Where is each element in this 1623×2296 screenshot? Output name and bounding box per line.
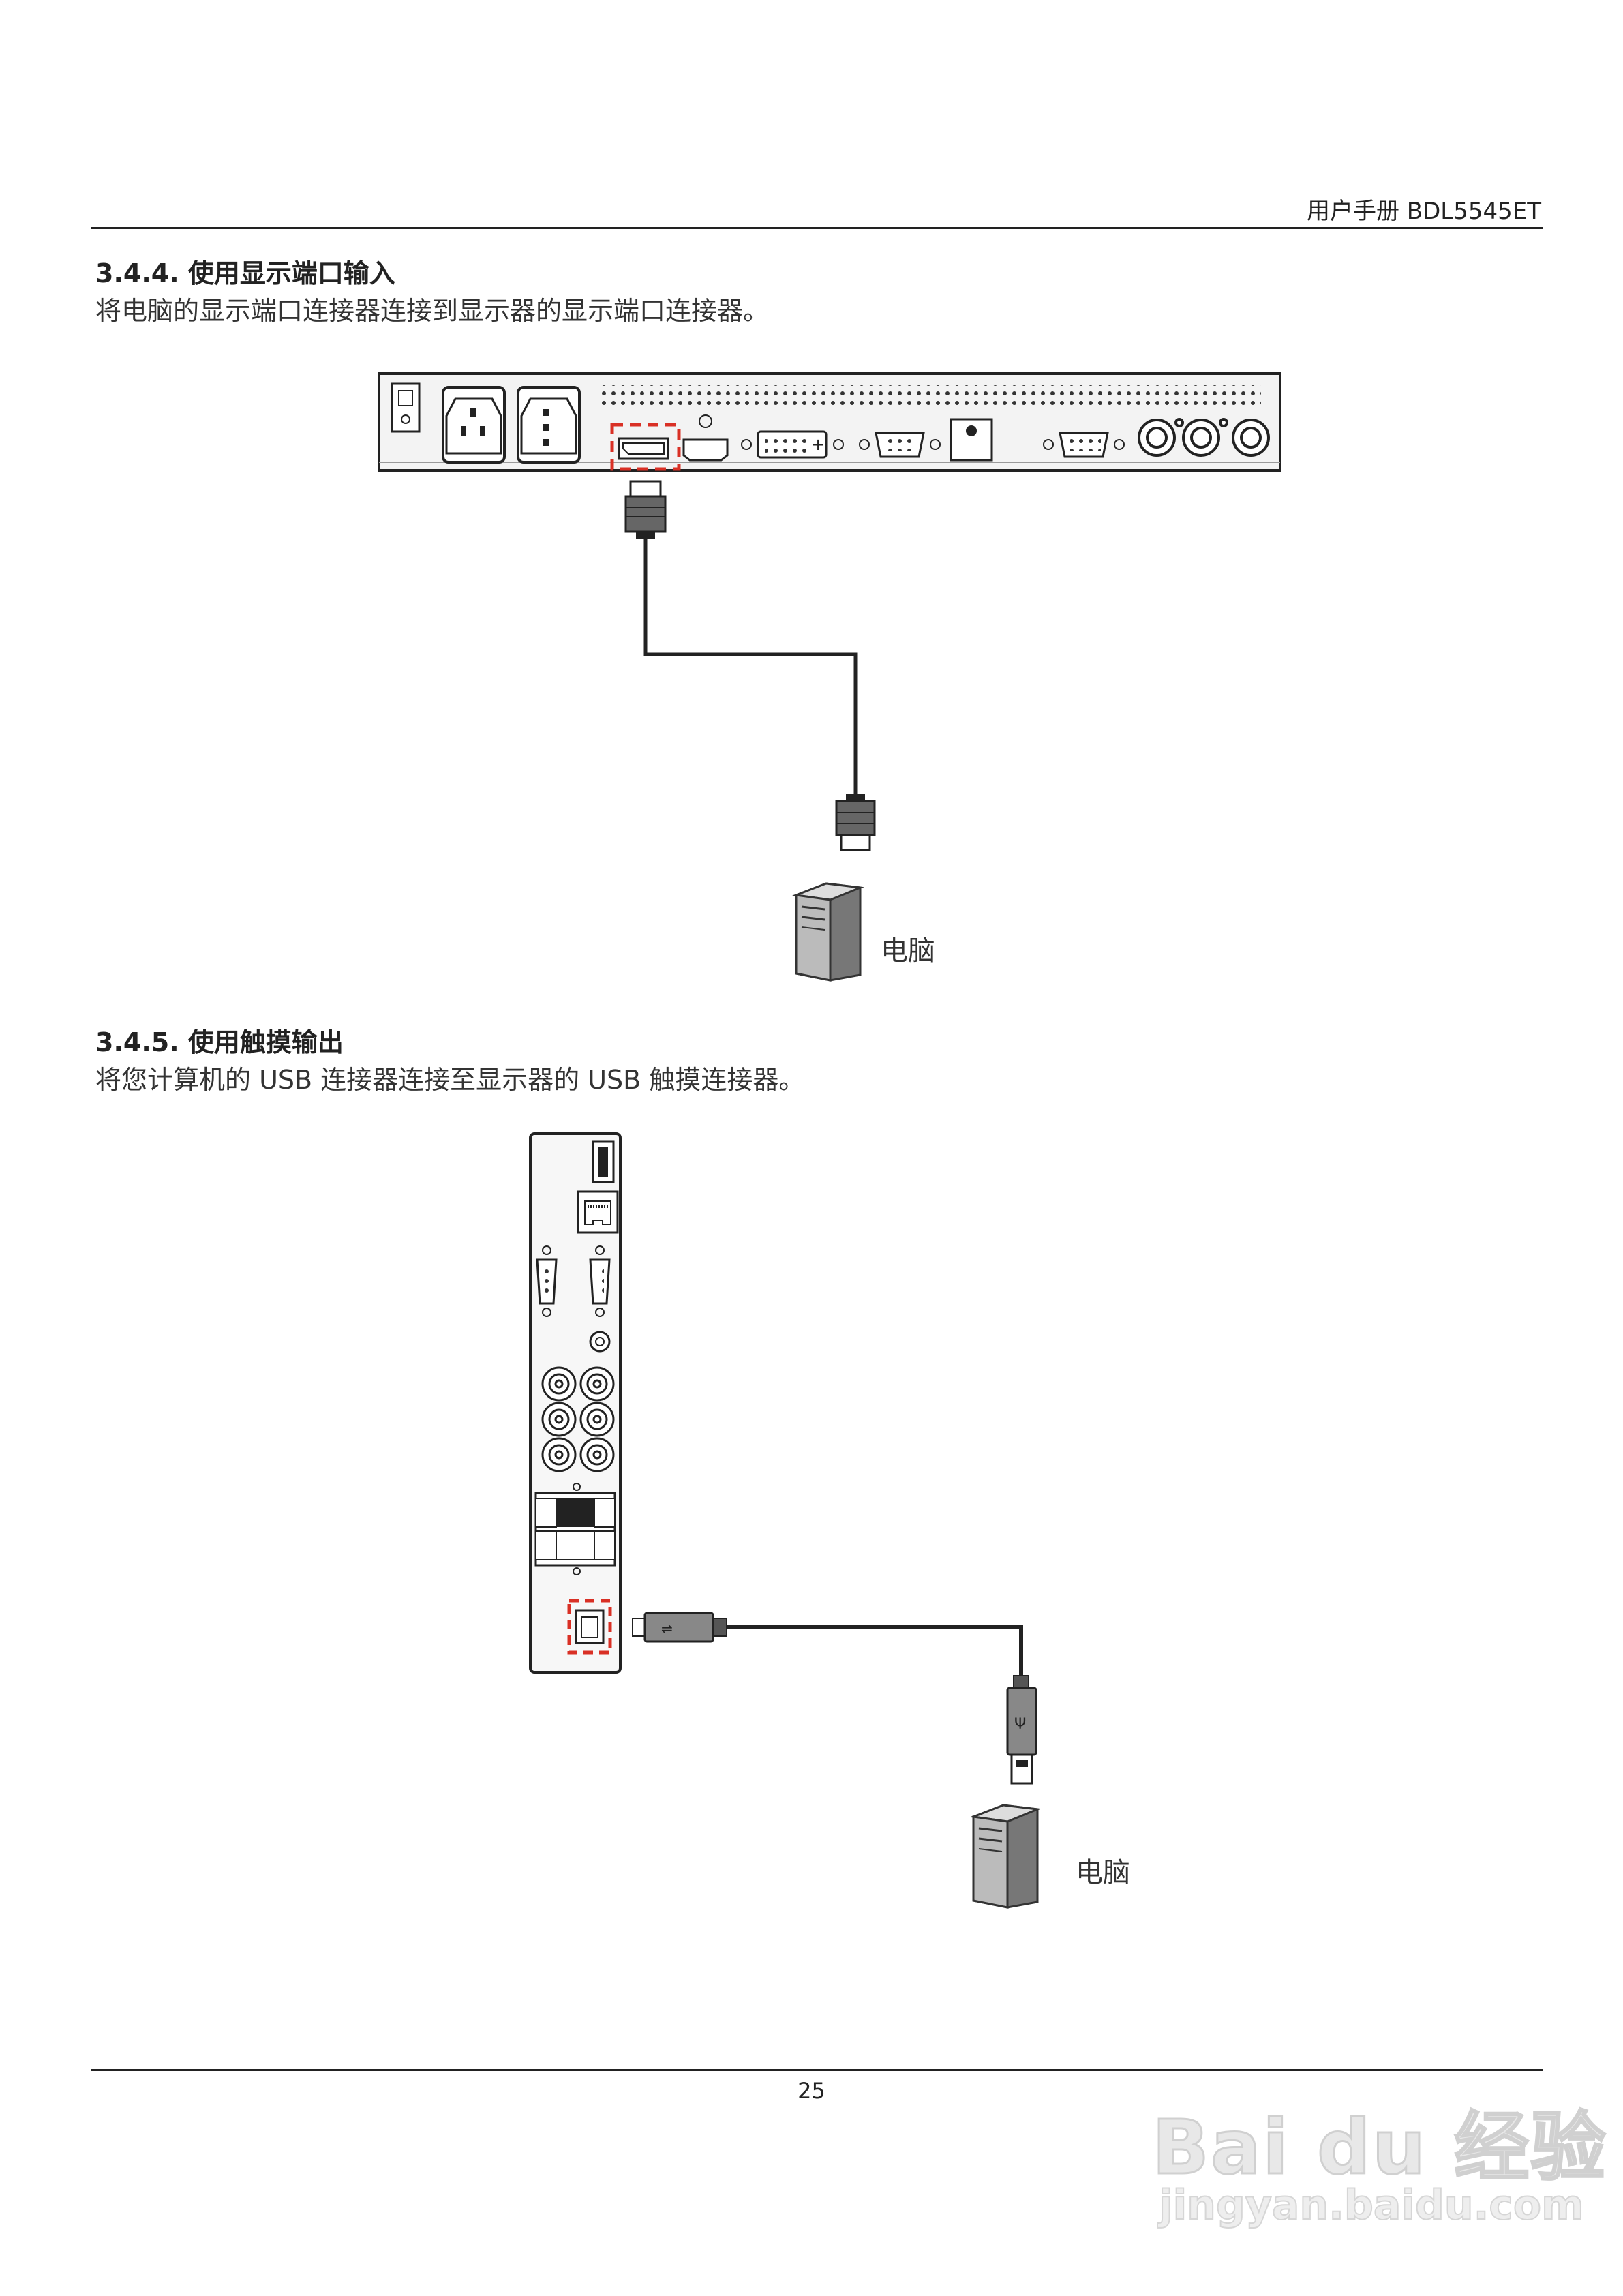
speaker-terminal-icon (534, 1483, 616, 1575)
baidu-watermark-logo: Bai du 经验 (1151, 2103, 1607, 2192)
displayport-plug-bottom (835, 794, 876, 851)
usb-a-plug: Ψ (1006, 1675, 1037, 1785)
section-345-computer-label: 电脑 (1076, 1857, 1130, 1888)
usb-a-icon (592, 1140, 615, 1183)
page-number: 25 (798, 2078, 825, 2104)
serial-port-icon (536, 1245, 611, 1317)
usb-b-plug: ⇌ (632, 1612, 727, 1643)
svg-text:+: + (811, 435, 825, 454)
header-rule (91, 227, 1543, 229)
baidu-watermark-url: jingyan.baidu.com (1158, 2181, 1585, 2230)
section-344-title: 3.4.4. 使用显示端口输入 (95, 258, 395, 288)
svg-text:⇌: ⇌ (661, 1620, 673, 1637)
power-switch-icon (391, 382, 421, 433)
usb-b-highlight (567, 1599, 612, 1655)
section-344-body: 将电脑的显示端口连接器连接到显示器的显示端口连接器。 (95, 296, 770, 326)
ac-inlet-icon (442, 386, 581, 464)
rj45-icon (577, 1190, 619, 1234)
svg-text:Ψ: Ψ (1014, 1716, 1026, 1733)
footer-rule (91, 2069, 1543, 2071)
section-345-title: 3.4.5. 使用触摸输出 (95, 1027, 344, 1057)
audio-jack-icon (589, 1331, 611, 1353)
displayport-highlight (610, 423, 681, 471)
header-text: 用户手册 BDL5545ET (1306, 198, 1541, 225)
section-345-body: 将您计算机的 USB 连接器连接至显示器的 USB 触摸连接器。 (95, 1065, 805, 1095)
section-344-computer-label: 电脑 (881, 935, 935, 967)
rca-jack-icon (541, 1366, 615, 1472)
displayport-plug-top (624, 480, 667, 539)
displayport-icon (618, 437, 669, 460)
dvi-icon: + (741, 430, 844, 459)
vga-icon (859, 432, 941, 458)
pc-tower-icon (969, 1804, 1042, 1909)
pc-tower-icon (792, 882, 864, 982)
bnc-jack-icon (1138, 418, 1270, 457)
hdmi-icon (682, 414, 729, 462)
usb-b-icon (575, 1609, 605, 1644)
vga-icon (1043, 432, 1125, 458)
